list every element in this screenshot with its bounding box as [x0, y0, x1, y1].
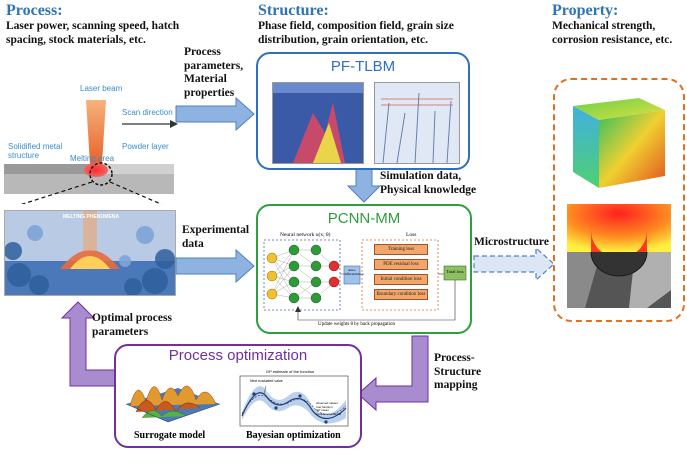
arrow-process-to-structure: [175, 96, 255, 132]
scan-direction-arrow: [122, 120, 178, 128]
legend-confidence: confidence interval: [316, 411, 342, 416]
initial-loss-box: Initial condition loss: [374, 274, 428, 285]
network-connections: [271, 249, 335, 299]
property-heading: Property:: [552, 2, 619, 19]
backprop-line: [297, 280, 456, 321]
bayes-confidence-band: [242, 386, 346, 424]
laser-beam-shape: [86, 100, 106, 164]
phase-field-snapshot-2: [374, 82, 460, 164]
process-optimization-panel: Process optimization GP estimate of the …: [114, 344, 362, 448]
zoom-circle: [89, 162, 113, 186]
pcnn-mm-panel: PCNN-MM Neural network u(x; θ) Loss Au: [256, 204, 472, 334]
update-weights-label: Update weights θ by back propagation: [318, 322, 395, 327]
cube-front-face: [599, 110, 665, 188]
powder-layer-label: Powder layer: [122, 142, 169, 151]
label-experimental-data: Experimental data: [182, 224, 250, 250]
boundary-loss-box: Boundary condition loss: [374, 289, 428, 300]
autodiff-box: [343, 265, 361, 285]
label-microstructure: Microstructure: [474, 236, 549, 248]
legend-observed: observed values: [316, 401, 338, 405]
input-nodes: [266, 252, 278, 300]
arrow-simulation-down: [346, 167, 382, 203]
property-visuals: [567, 98, 671, 308]
laser-beam-label: Laser beam: [80, 84, 123, 93]
hidden-nodes: [288, 244, 322, 304]
solidified-track: [4, 164, 96, 174]
process-heading: Process:: [6, 2, 63, 19]
scan-direction-label: Scan direction: [122, 108, 173, 117]
property-panel: [553, 78, 685, 322]
bayes-annotation: Next evaluated value: [250, 379, 283, 383]
network-box: [263, 239, 341, 311]
process-description: Laser power, scanning speed, hatch spaci…: [6, 20, 180, 46]
loss-box: [361, 239, 439, 311]
laser-process-schematic: Laser beam Scan direction Solidified met…: [4, 84, 174, 209]
laser-schematic-graphic: [4, 100, 174, 209]
structure-heading: Structure:: [258, 2, 329, 19]
arrow-microstructure: [473, 246, 555, 282]
neural-network-diagram: [263, 239, 467, 321]
bayes-caption: Bayesian optimization: [246, 430, 341, 441]
bayes-gp-mean: [241, 392, 347, 420]
optimization-visuals: [125, 375, 349, 427]
pde-loss-box: PDE residual loss: [374, 259, 428, 270]
bayes-plot: [239, 375, 349, 427]
process-optimization-title: Process optimization: [168, 347, 308, 364]
label-process-structure-mapping: Process-Structure mapping: [434, 352, 482, 391]
solidified-label: Solidified metal structure: [8, 142, 63, 160]
pf-tlbm-panel: PF-TLBM: [256, 52, 470, 170]
zoom-line-right: [109, 181, 171, 209]
phase-field-snapshot-1: [272, 82, 364, 164]
powder-bed-graphic: [5, 211, 175, 295]
cube-left-face: [573, 106, 599, 188]
total-loss-label: Total loss: [446, 269, 464, 274]
bayes-axes: [239, 375, 349, 427]
label-optimal-parameters: Optimal process parameters: [92, 312, 172, 338]
pcnn-mm-title: PCNN-MM: [327, 210, 401, 227]
training-loss-box: Training loss: [374, 244, 428, 255]
arrow-process-structure-mapping: [357, 335, 429, 412]
melt-pool: [84, 163, 108, 177]
bayes-legend: observed values true function GP mean co…: [316, 401, 342, 416]
legend-true: true function: [316, 404, 333, 409]
cube-top-face: [573, 98, 665, 120]
network-label: Neural network u(x; θ): [280, 232, 331, 238]
surrogate-caption: Surrogate model: [134, 430, 206, 441]
zoom-line-left: [9, 181, 93, 209]
pf-tlbm-title: PF-TLBM: [330, 58, 396, 75]
arrow-optimal-parameters: [60, 301, 117, 387]
structure-description: Phase field, composition field, grain si…: [258, 20, 454, 46]
label-simulation-data: Simulation data, Physical knowledge: [380, 170, 477, 196]
backprop-arrowhead: [295, 306, 301, 312]
loss-label: Loss: [406, 232, 417, 238]
autodiff-label: Auto-differentiation: [344, 268, 364, 276]
melting-phenomena-image: MELTING PHENOMENA: [4, 210, 176, 296]
bayes-title: GP estimate of the function: [266, 369, 315, 374]
property-description: Mechanical strength, corrosion resistanc…: [552, 20, 673, 46]
bayes-observations: [252, 392, 328, 424]
arrow-experimental: [175, 248, 255, 284]
melting-area-label: Melting area: [70, 154, 115, 163]
temperature-field: [567, 204, 671, 252]
powder-track: [96, 164, 174, 174]
output-nodes: [328, 260, 340, 288]
label-process-parameters: Process parameters, Material properties: [184, 46, 244, 99]
legend-mean: GP mean: [316, 408, 329, 413]
melting-phenomena-label: MELTING PHENOMENA: [63, 214, 120, 220]
surrogate-surface: [125, 385, 221, 423]
